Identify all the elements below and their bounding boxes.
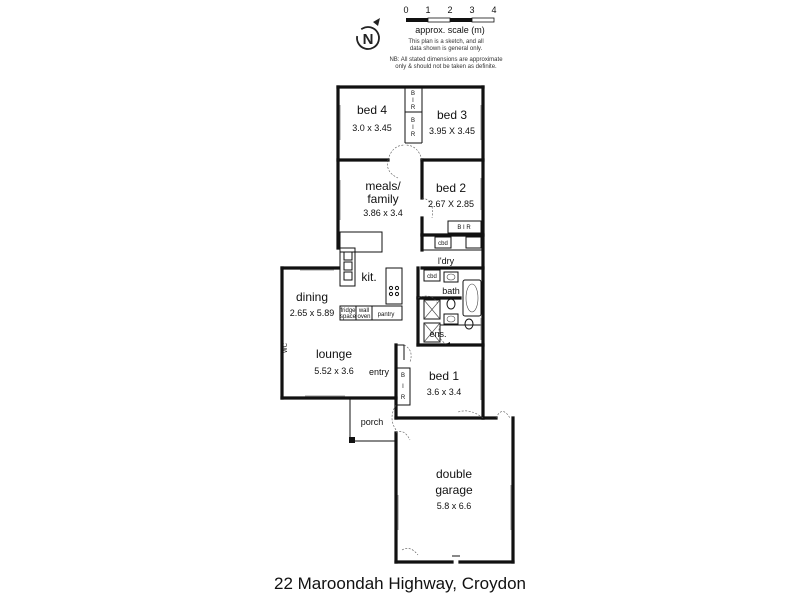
room-lounge-dims: 5.52 x 3.6 [314,366,354,376]
bir-bed-3-r: R [411,132,416,138]
dimension-note-1: NB: All stated dimensions are approximat… [389,57,503,63]
wc-label: WC [283,342,289,353]
compass-letter: N [363,31,374,48]
bir-bed-4-i: I [412,98,414,104]
bir-bed-4-b: B [411,91,415,97]
bir-bed-3-i: I [412,125,414,131]
room-garage-label-2: garage [435,483,473,497]
dimension-note-2: only & should not be taken as definite. [395,64,497,70]
bir-bed-4-r: R [411,105,416,111]
room-entry-label: entry [369,367,390,377]
room-ensuite-label: ens. [429,329,446,339]
property-address: 22 Maroondah Highway, Croydon [274,574,526,593]
room-bed-2-label: bed 2 [436,181,466,195]
room-bed-4-label: bed 4 [357,103,387,117]
bir-entry-b: B [401,373,405,379]
scale-label: approx. scale (m) [415,25,485,35]
room-bath-label: bath [442,286,460,296]
pantry-label: pantry [378,312,395,318]
bir-bed-3-b: B [411,118,415,124]
house-walls [280,85,485,443]
wall-oven-label-2: oven [357,314,370,320]
scale-tick-1: 1 [425,5,430,15]
bir-entry-i: I [402,384,404,390]
fixture-labels: B I R B I R B I R cbd cbd B I R fridge s… [283,91,471,401]
wall-oven-label-1: wall [358,308,369,314]
windows [300,105,482,400]
room-dining-dims: 2.65 x 5.89 [290,308,335,318]
door-swings [387,144,484,431]
room-labels: bed 4 3.0 x 3.45 bed 3 3.95 X 3.45 meals… [290,103,475,511]
room-meals-dims: 3.86 x 3.4 [363,208,403,218]
sketch-note-1: This plan is a sketch, and all [408,39,483,45]
bir-bed-2-label: B I R [457,225,471,231]
room-meals-label-2: family [367,192,398,206]
scale-bar: 0 1 2 3 4 approx. scale (m) This plan is… [389,5,503,70]
room-bed-3-label: bed 3 [437,108,467,122]
sketch-note-2: data shown is general only. [410,46,483,52]
room-dining-label: dining [296,290,328,304]
scale-tick-4: 4 [491,5,496,15]
room-garage-label-1: double [436,467,472,481]
room-lounge-label: lounge [316,347,352,361]
room-bed-4-dims: 3.0 x 3.45 [352,123,392,133]
internal-walls [336,87,485,406]
room-bed-3-dims: 3.95 X 3.45 [429,126,475,136]
room-bed-1-dims: 3.6 x 3.4 [427,387,462,397]
cbd-label-laundry: cbd [427,274,437,280]
fridge-space-label: space [340,314,357,320]
cbd-label-upper: cbd [438,241,448,247]
garage-walls [394,411,515,564]
scale-tick-2: 2 [447,5,452,15]
scale-tick-0: 0 [403,5,408,15]
room-garage-dims: 5.8 x 6.6 [437,501,472,511]
bir-entry-r: R [401,395,406,401]
kitchen [339,231,403,321]
room-porch-label: porch [361,417,384,427]
north-compass-icon: N [356,18,380,50]
room-kitchen-label: kit. [361,270,376,284]
room-meals-label-1: meals/ [365,179,401,193]
room-bed-1-label: bed 1 [429,369,459,383]
room-laundry-label: l'dry [438,256,455,266]
fridge-label: fridge [340,308,356,314]
room-bed-2-dims: 2.67 X 2.85 [428,199,474,209]
scale-tick-3: 3 [469,5,474,15]
